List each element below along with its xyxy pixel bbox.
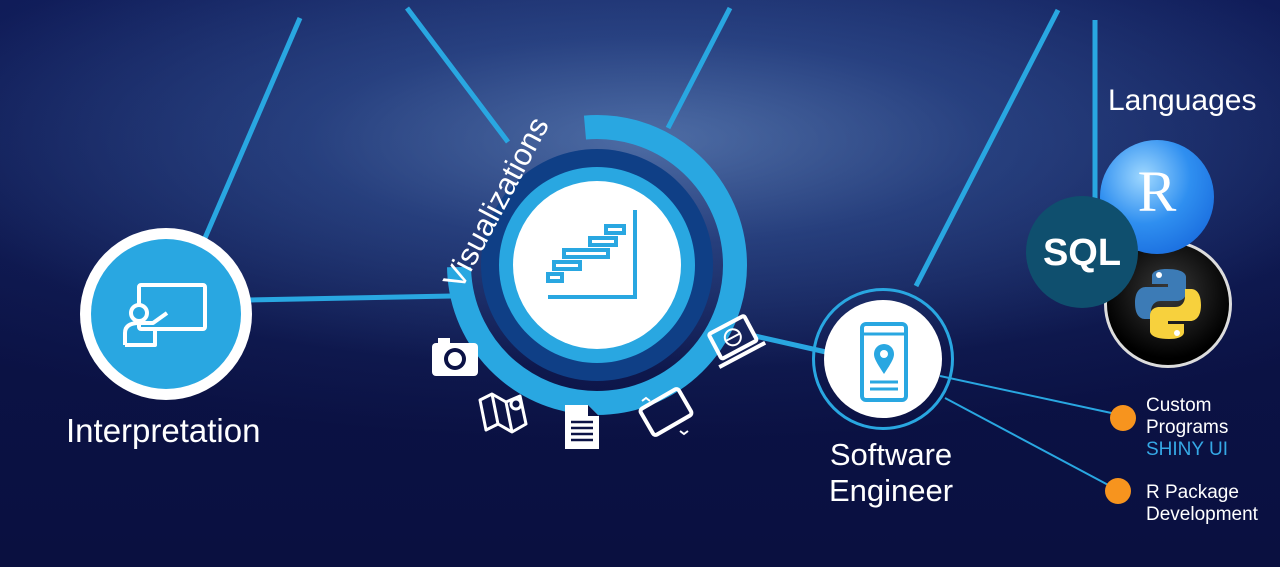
laptop-icon — [707, 314, 767, 369]
line-interpretation-top — [202, 17, 303, 239]
software-engineer-label: Software Engineer — [826, 437, 956, 509]
software-engineer-node — [812, 288, 954, 430]
shiny-ui-label: SHINY UI — [1146, 439, 1229, 460]
sql-logo-icon: SQL — [1026, 196, 1138, 308]
custom-programs-line2: Programs — [1146, 417, 1229, 438]
software-engineer-inner — [824, 300, 942, 418]
r-package-line2: Development — [1146, 504, 1258, 525]
interpretation-label: Interpretation — [66, 412, 261, 449]
bullet-r-package — [1105, 478, 1131, 504]
line-interpretation-visualizations — [249, 293, 453, 303]
r-package-line1: R Package — [1146, 482, 1239, 503]
camera-icon — [432, 338, 478, 376]
software-engineer-line2: Engineer — [828, 473, 954, 508]
line-to-r-package — [944, 397, 1113, 488]
line-viz-top-left — [405, 6, 510, 144]
r-logo-letter: R — [1137, 159, 1177, 224]
sql-logo-text: SQL — [1042, 232, 1122, 274]
interpretation-node — [80, 228, 252, 400]
visualizations-node — [447, 115, 747, 415]
languages-label: Languages — [1108, 84, 1257, 117]
custom-programs-text: Custom Programs SHINY UI — [1146, 395, 1228, 461]
r-package-text: R Package Development — [1146, 482, 1258, 526]
document-icon — [565, 405, 599, 449]
r-logo-icon: R — [1100, 140, 1214, 254]
tablet-icon — [638, 387, 694, 437]
custom-programs-line1: Custom — [1146, 395, 1212, 416]
bullet-custom-programs — [1110, 405, 1136, 431]
presentation-icon — [123, 283, 207, 347]
mobile-location-icon — [860, 322, 908, 402]
map-icon — [478, 392, 528, 434]
gantt-chart-icon — [546, 210, 637, 299]
line-software-top — [913, 8, 1061, 288]
line-to-custom-programs — [939, 375, 1117, 415]
line-viz-top-right — [665, 6, 733, 130]
software-engineer-line1: Software — [829, 437, 953, 472]
interpretation-inner — [91, 239, 241, 389]
